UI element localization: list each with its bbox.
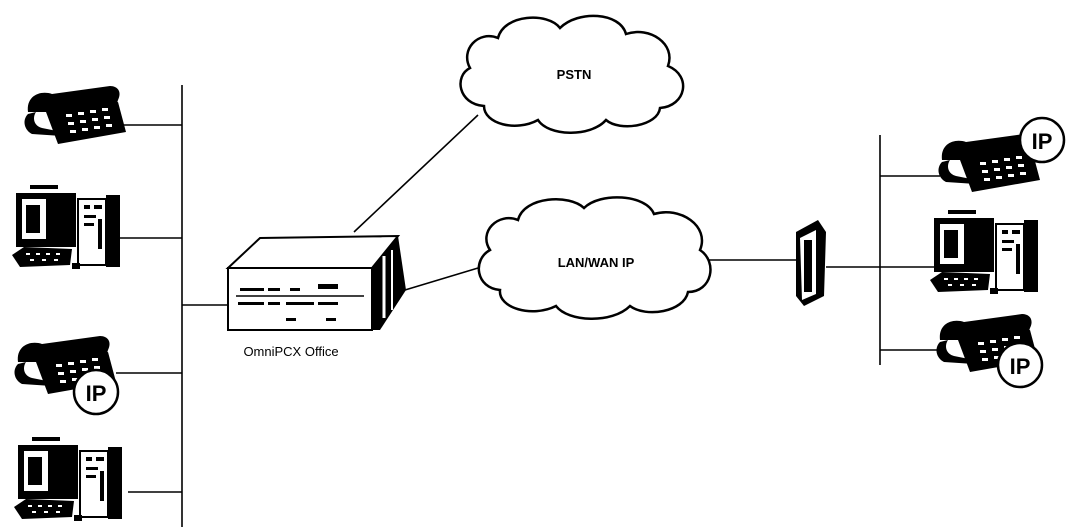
computer-icon: [929, 209, 1039, 295]
lan-wan-label: LAN/WAN IP: [558, 255, 635, 270]
link-line: [404, 264, 489, 291]
ip-phone-right-top: IP: [938, 116, 1066, 192]
computer-icon: [11, 184, 121, 270]
ip-badge-label: IP: [1032, 129, 1053, 154]
ip-badge-label: IP: [1010, 354, 1031, 379]
pbx-label: OmniPCX Office: [243, 344, 338, 359]
ip-badge-label: IP: [86, 381, 107, 406]
ip-phone-right-bottom: IP: [936, 314, 1044, 389]
phone-icon: [24, 86, 126, 144]
pstn-label: PSTN: [557, 67, 592, 82]
ip-phone-left: IP: [14, 336, 120, 416]
lan-wan-cloud: LAN/WAN IP: [477, 196, 712, 320]
ip-badge-icon: [1018, 116, 1066, 164]
router-icon: [796, 220, 826, 306]
pstn-cloud: PSTN: [459, 14, 685, 134]
wiring: [116, 85, 940, 527]
ip-badge-icon: [72, 368, 120, 416]
pbx-unit: OmniPCX Office: [225, 234, 406, 359]
computer-icon: [13, 436, 123, 522]
link-line: [353, 114, 479, 233]
ip-badge-icon: [996, 341, 1044, 389]
